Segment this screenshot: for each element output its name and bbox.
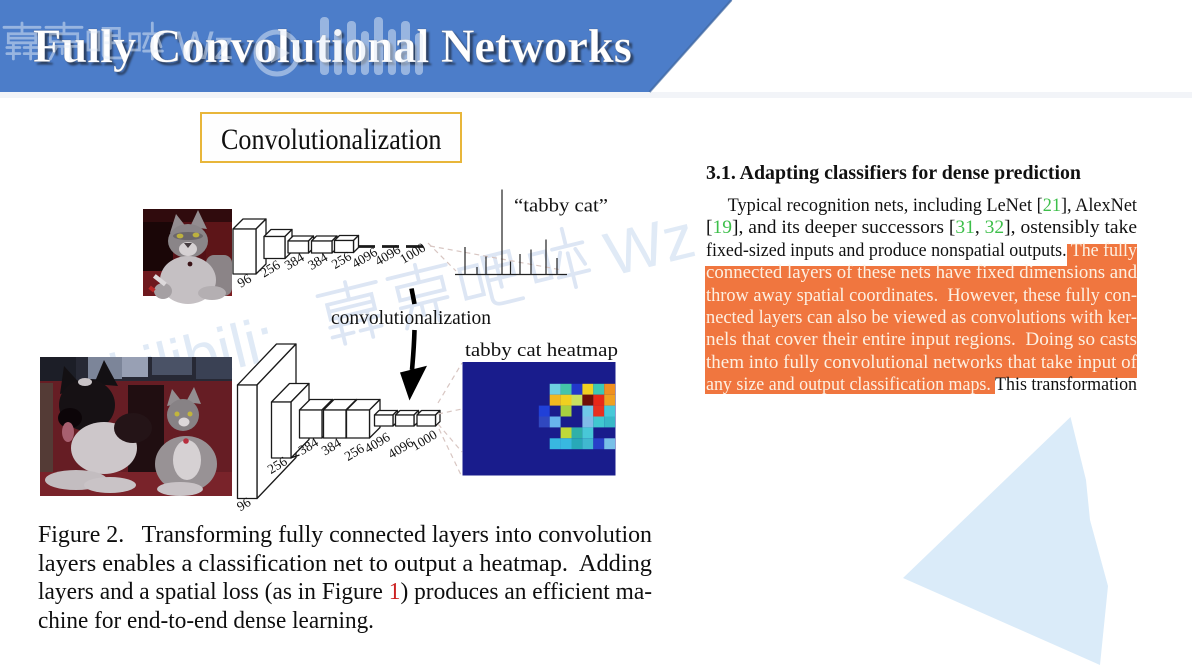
svg-text:“tabby cat”: “tabby cat” — [514, 196, 608, 217]
svg-text:1000: 1000 — [397, 240, 428, 267]
svg-text:1000: 1000 — [409, 427, 440, 454]
svg-text:convolutionalization: convolutionalization — [331, 307, 491, 329]
svg-text:Wz: Wz — [176, 24, 234, 68]
svg-text:tabby cat heatmap: tabby cat heatmap — [465, 340, 618, 361]
svg-text:Wz: Wz — [598, 202, 701, 290]
